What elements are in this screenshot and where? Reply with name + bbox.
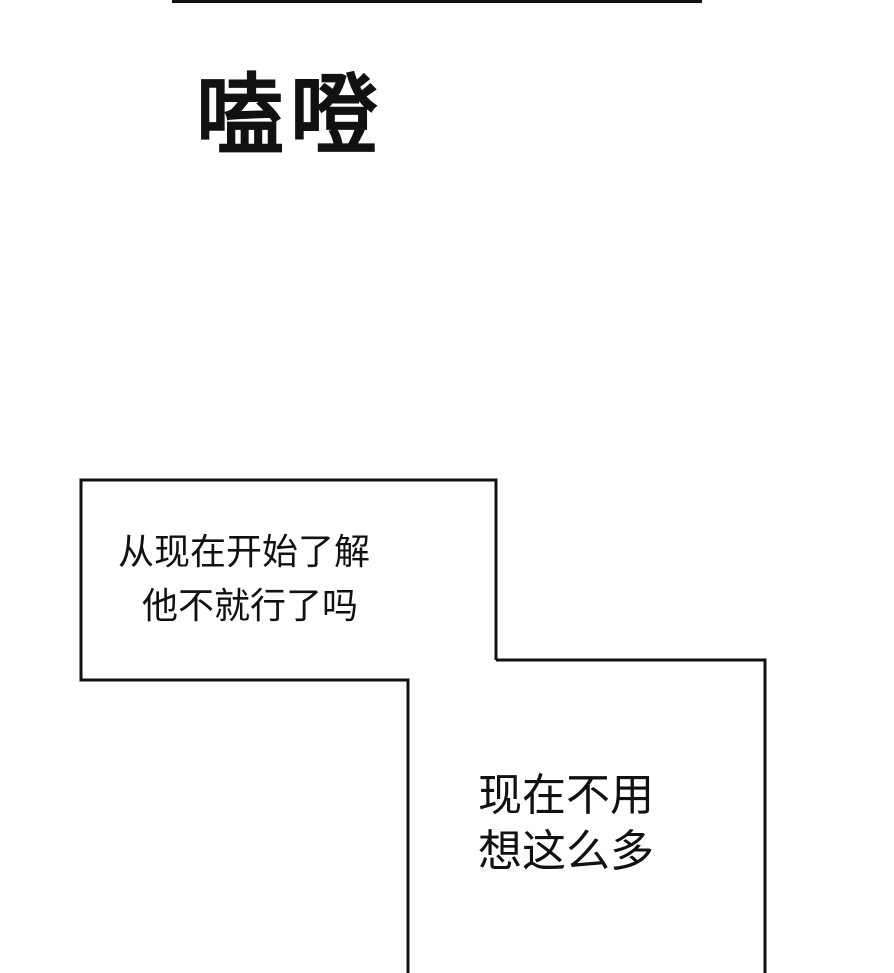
speech-line: 他不就行了吗 <box>142 586 359 627</box>
speech-line: 想这么多 <box>478 826 654 877</box>
speech-line: 从现在开始了解 <box>118 532 371 573</box>
panel-border-top <box>172 0 702 3</box>
speech-box-1-outline <box>79 478 498 973</box>
speech-box-2-outline <box>496 658 767 973</box>
speech-box-1-text: 从现在开始了解 他不就行了吗 <box>118 526 370 634</box>
sound-effect-text: 嗑噔 <box>196 64 385 167</box>
speech-line: 现在不用 <box>478 770 654 821</box>
speech-box-2-text: 现在不用 想这么多 <box>478 768 654 880</box>
